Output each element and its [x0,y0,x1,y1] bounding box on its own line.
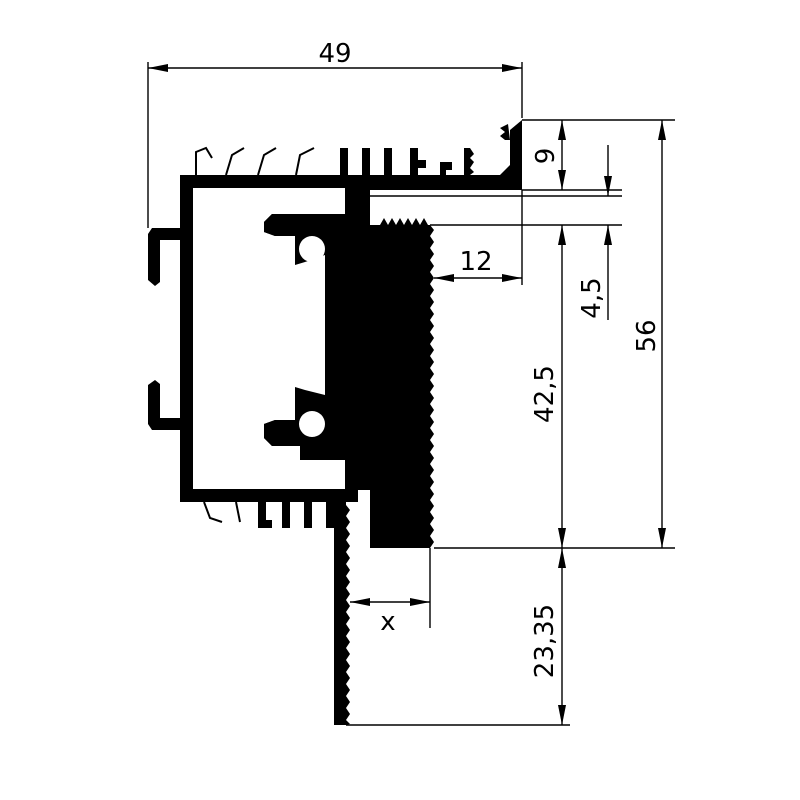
label-gap: 4,5 [577,277,607,318]
label-overall-height: 56 [632,319,662,352]
lip-teeth [500,124,510,140]
label-body-height: 42,5 [530,365,560,423]
core-serration [430,225,434,548]
aluminium-profile [148,120,522,725]
label-overall-width: 49 [318,39,351,69]
left-clip-lower [148,380,180,430]
label-inner-depth: 12 [459,247,492,277]
screw-channel-top [299,236,325,262]
screw-channel-bottom [299,411,325,437]
vertical-leg [334,502,346,725]
top-flange [358,120,522,205]
inner-core [264,205,430,548]
label-leg-offset: x [380,607,395,637]
top-fins [195,146,474,176]
label-top-lip: 9 [531,148,561,165]
bottom-fins [203,501,418,546]
dimension-lines [147,62,675,726]
label-leg-height: 23,35 [530,604,560,678]
leg-serration [346,505,350,725]
core-top-teeth [380,218,428,225]
left-clip-upper [148,228,180,286]
